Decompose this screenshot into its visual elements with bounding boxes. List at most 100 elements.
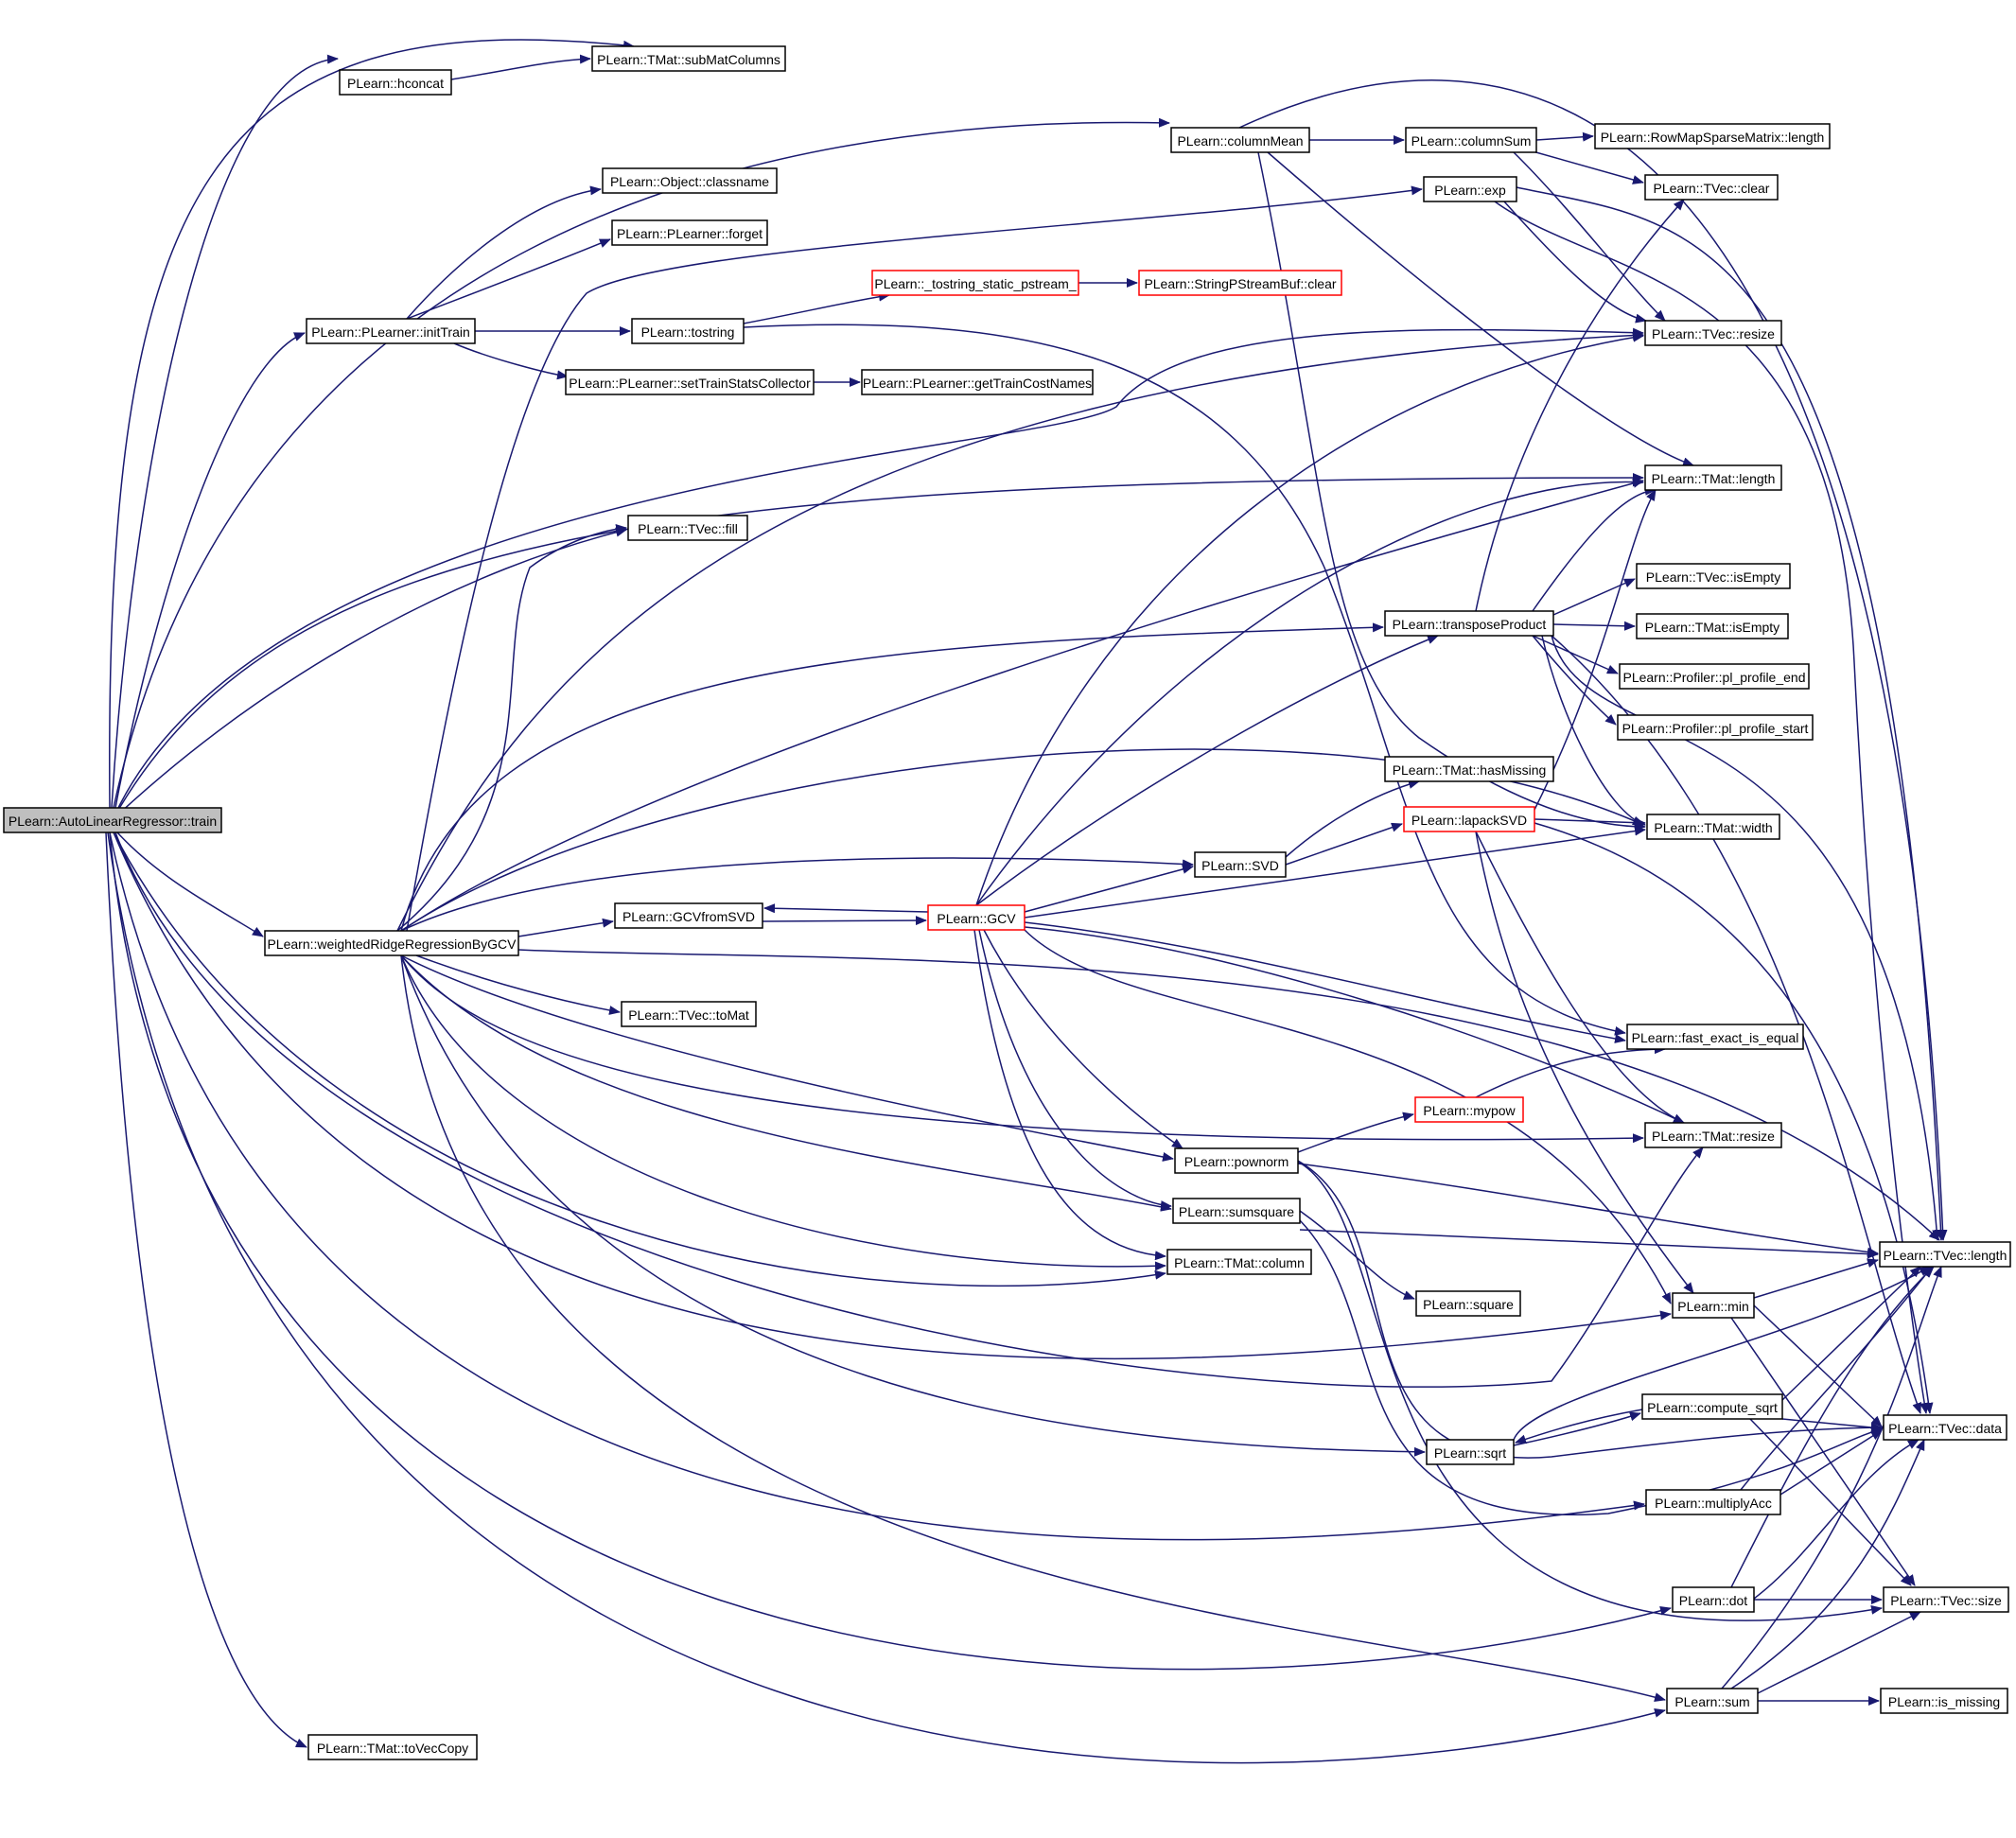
node-plearn-is-missing[interactable]: PLearn::is_missing	[1880, 1688, 2008, 1714]
node-box[interactable]	[1384, 610, 1554, 637]
node-box[interactable]	[3, 807, 222, 833]
node-plearn-tvec-length[interactable]: PLearn::TVec::length	[1879, 1241, 2011, 1268]
node-plearn-stringpstreambuf-clear[interactable]: PLearn::StringPStreamBuf::clear	[1138, 270, 1342, 296]
node-plearn-tvec-tomat[interactable]: PLearn::TVec::toMat	[621, 1001, 757, 1027]
node-box[interactable]	[1644, 320, 1782, 346]
node-plearn-plearner-gettraincostnames[interactable]: PLearn::PLearner::getTrainCostNames	[861, 369, 1094, 395]
node-plearn-columnmean[interactable]: PLearn::columnMean	[1170, 127, 1310, 153]
node-box[interactable]	[871, 270, 1079, 296]
node-plearn-compute-sqrt[interactable]: PLearn::compute_sqrt	[1641, 1393, 1783, 1420]
node-plearn-weightedridgeregressionbygcv[interactable]: PLearn::weightedRidgeRegressionByGCV	[264, 930, 519, 956]
node-plearn-autolinearregressor-train[interactable]: PLearn::AutoLinearRegressor::train	[3, 807, 222, 833]
node-box[interactable]	[1645, 1489, 1781, 1515]
node-box[interactable]	[1403, 806, 1535, 832]
node-plearn-tmat-toveccopy[interactable]: PLearn::TMat::toVecCopy	[307, 1734, 478, 1760]
node-box[interactable]	[861, 369, 1094, 395]
node-plearn-sqrt[interactable]: PLearn::sqrt	[1426, 1439, 1515, 1465]
node-box[interactable]	[614, 902, 763, 929]
node-box[interactable]	[1879, 1241, 2011, 1268]
node-plearn-tmat-width[interactable]: PLearn::TMat::width	[1646, 814, 1780, 840]
node-box[interactable]	[1617, 714, 1814, 741]
node-box[interactable]	[631, 318, 745, 344]
node-box[interactable]	[1644, 1122, 1782, 1148]
node-box[interactable]	[1166, 1249, 1312, 1275]
node-box[interactable]	[1672, 1586, 1755, 1613]
node-box[interactable]	[621, 1001, 757, 1027]
node-plearn-tmat-length[interactable]: PLearn::TMat::length	[1644, 464, 1782, 491]
node-box[interactable]	[611, 219, 768, 246]
node-plearn-lapacksvd[interactable]: PLearn::lapackSVD	[1403, 806, 1535, 832]
node-plearn-tvec-fill[interactable]: PLearn::TVec::fill	[627, 515, 748, 541]
node-box[interactable]	[1426, 1439, 1515, 1465]
node-box[interactable]	[565, 369, 815, 395]
node-box[interactable]	[591, 45, 786, 72]
node-box[interactable]	[1194, 851, 1287, 878]
node-box[interactable]	[1415, 1290, 1521, 1317]
node-plearn-tvec-resize[interactable]: PLearn::TVec::resize	[1644, 320, 1782, 346]
node-box[interactable]	[1174, 1147, 1299, 1174]
node-plearn-mypow[interactable]: PLearn::mypow	[1414, 1096, 1524, 1123]
node-box[interactable]	[1138, 270, 1342, 296]
node-box[interactable]	[1636, 613, 1789, 639]
node-plearn-dot[interactable]: PLearn::dot	[1672, 1586, 1755, 1613]
node-plearn-multiplyacc[interactable]: PLearn::multiplyAcc	[1645, 1489, 1781, 1515]
node-box[interactable]	[307, 1734, 478, 1760]
node-plearn-plearner-inittrain[interactable]: PLearn::PLearner::initTrain	[306, 318, 476, 344]
node-plearn-tvec-clear[interactable]: PLearn::TVec::clear	[1644, 174, 1779, 201]
node-plearn-square[interactable]: PLearn::square	[1415, 1290, 1521, 1317]
node-box[interactable]	[1641, 1393, 1783, 1420]
node-box[interactable]	[1414, 1096, 1524, 1123]
node-box[interactable]	[1672, 1292, 1755, 1319]
node-box[interactable]	[1405, 127, 1537, 153]
node-plearn-profiler-pl-profile-end[interactable]: PLearn::Profiler::pl_profile_end	[1619, 663, 1810, 690]
node-plearn-min[interactable]: PLearn::min	[1672, 1292, 1755, 1319]
node-plearn-rowmapsparsematrix-length[interactable]: PLearn::RowMapSparseMatrix::length	[1594, 123, 1831, 149]
node-plearn-gcv[interactable]: PLearn::GCV	[927, 904, 1026, 931]
node-plearn-tmat-resize[interactable]: PLearn::TMat::resize	[1644, 1122, 1782, 1148]
node-plearn-tvec-data[interactable]: PLearn::TVec::data	[1883, 1414, 2007, 1441]
node-plearn-fast-exact-is-equal[interactable]: PLearn::fast_exact_is_equal	[1626, 1024, 1804, 1050]
node-box[interactable]	[1626, 1024, 1804, 1050]
node-box[interactable]	[1666, 1688, 1759, 1714]
node-plearn-object-classname[interactable]: PLearn::Object::classname	[602, 167, 778, 194]
node-plearn-transposeproduct[interactable]: PLearn::transposeProduct	[1384, 610, 1554, 637]
node-plearn-pownorm[interactable]: PLearn::pownorm	[1174, 1147, 1299, 1174]
node-box[interactable]	[1644, 174, 1779, 201]
node-box[interactable]	[1172, 1198, 1301, 1224]
node-plearn-tmat-isempty[interactable]: PLearn::TMat::isEmpty	[1636, 613, 1789, 639]
node-box[interactable]	[1646, 814, 1780, 840]
node-plearn-tvec-isempty[interactable]: PLearn::TVec::isEmpty	[1636, 563, 1791, 589]
node-box[interactable]	[1594, 123, 1831, 149]
node-box[interactable]	[306, 318, 476, 344]
node-box[interactable]	[1170, 127, 1310, 153]
node-box[interactable]	[339, 69, 452, 96]
node-plearn-exp[interactable]: PLearn::exp	[1423, 176, 1517, 202]
node-plearn-gcvfromsvd[interactable]: PLearn::GCVfromSVD	[614, 902, 763, 929]
node-box[interactable]	[1880, 1688, 2008, 1714]
node-box[interactable]	[1636, 563, 1791, 589]
node-box[interactable]	[627, 515, 748, 541]
node-plearn-plearner-settrainstatscollector[interactable]: PLearn::PLearner::setTrainStatsCollector	[565, 369, 815, 395]
node-plearn-tvec-size[interactable]: PLearn::TVec::size	[1883, 1586, 2009, 1613]
node-plearn-columnsum[interactable]: PLearn::columnSum	[1405, 127, 1537, 153]
node-box[interactable]	[602, 167, 778, 194]
node-plearn-sum[interactable]: PLearn::sum	[1666, 1688, 1759, 1714]
node-plearn-tmat-hasmissing[interactable]: PLearn::TMat::hasMissing	[1384, 756, 1554, 782]
node-box[interactable]	[927, 904, 1026, 931]
node-box[interactable]	[264, 930, 519, 956]
node-box[interactable]	[1423, 176, 1517, 202]
node-plearn-plearner-forget[interactable]: PLearn::PLearner::forget	[611, 219, 768, 246]
node-box[interactable]	[1644, 464, 1782, 491]
node-plearn-hconcat[interactable]: PLearn::hconcat	[339, 69, 452, 96]
node-plearn-tostring-static-pstream[interactable]: PLearn::_tostring_static_pstream_	[871, 270, 1079, 296]
node-plearn-tmat-submatcolumns[interactable]: PLearn::TMat::subMatColumns	[591, 45, 786, 72]
node-box[interactable]	[1384, 756, 1554, 782]
node-plearn-tmat-column[interactable]: PLearn::TMat::column	[1166, 1249, 1312, 1275]
node-plearn-svd[interactable]: PLearn::SVD	[1194, 851, 1287, 878]
node-plearn-sumsquare[interactable]: PLearn::sumsquare	[1172, 1198, 1301, 1224]
node-plearn-profiler-pl-profile-start[interactable]: PLearn::Profiler::pl_profile_start	[1617, 714, 1814, 741]
node-box[interactable]	[1619, 663, 1810, 690]
node-box[interactable]	[1883, 1414, 2007, 1441]
node-box[interactable]	[1883, 1586, 2009, 1613]
node-plearn-tostring[interactable]: PLearn::tostring	[631, 318, 745, 344]
